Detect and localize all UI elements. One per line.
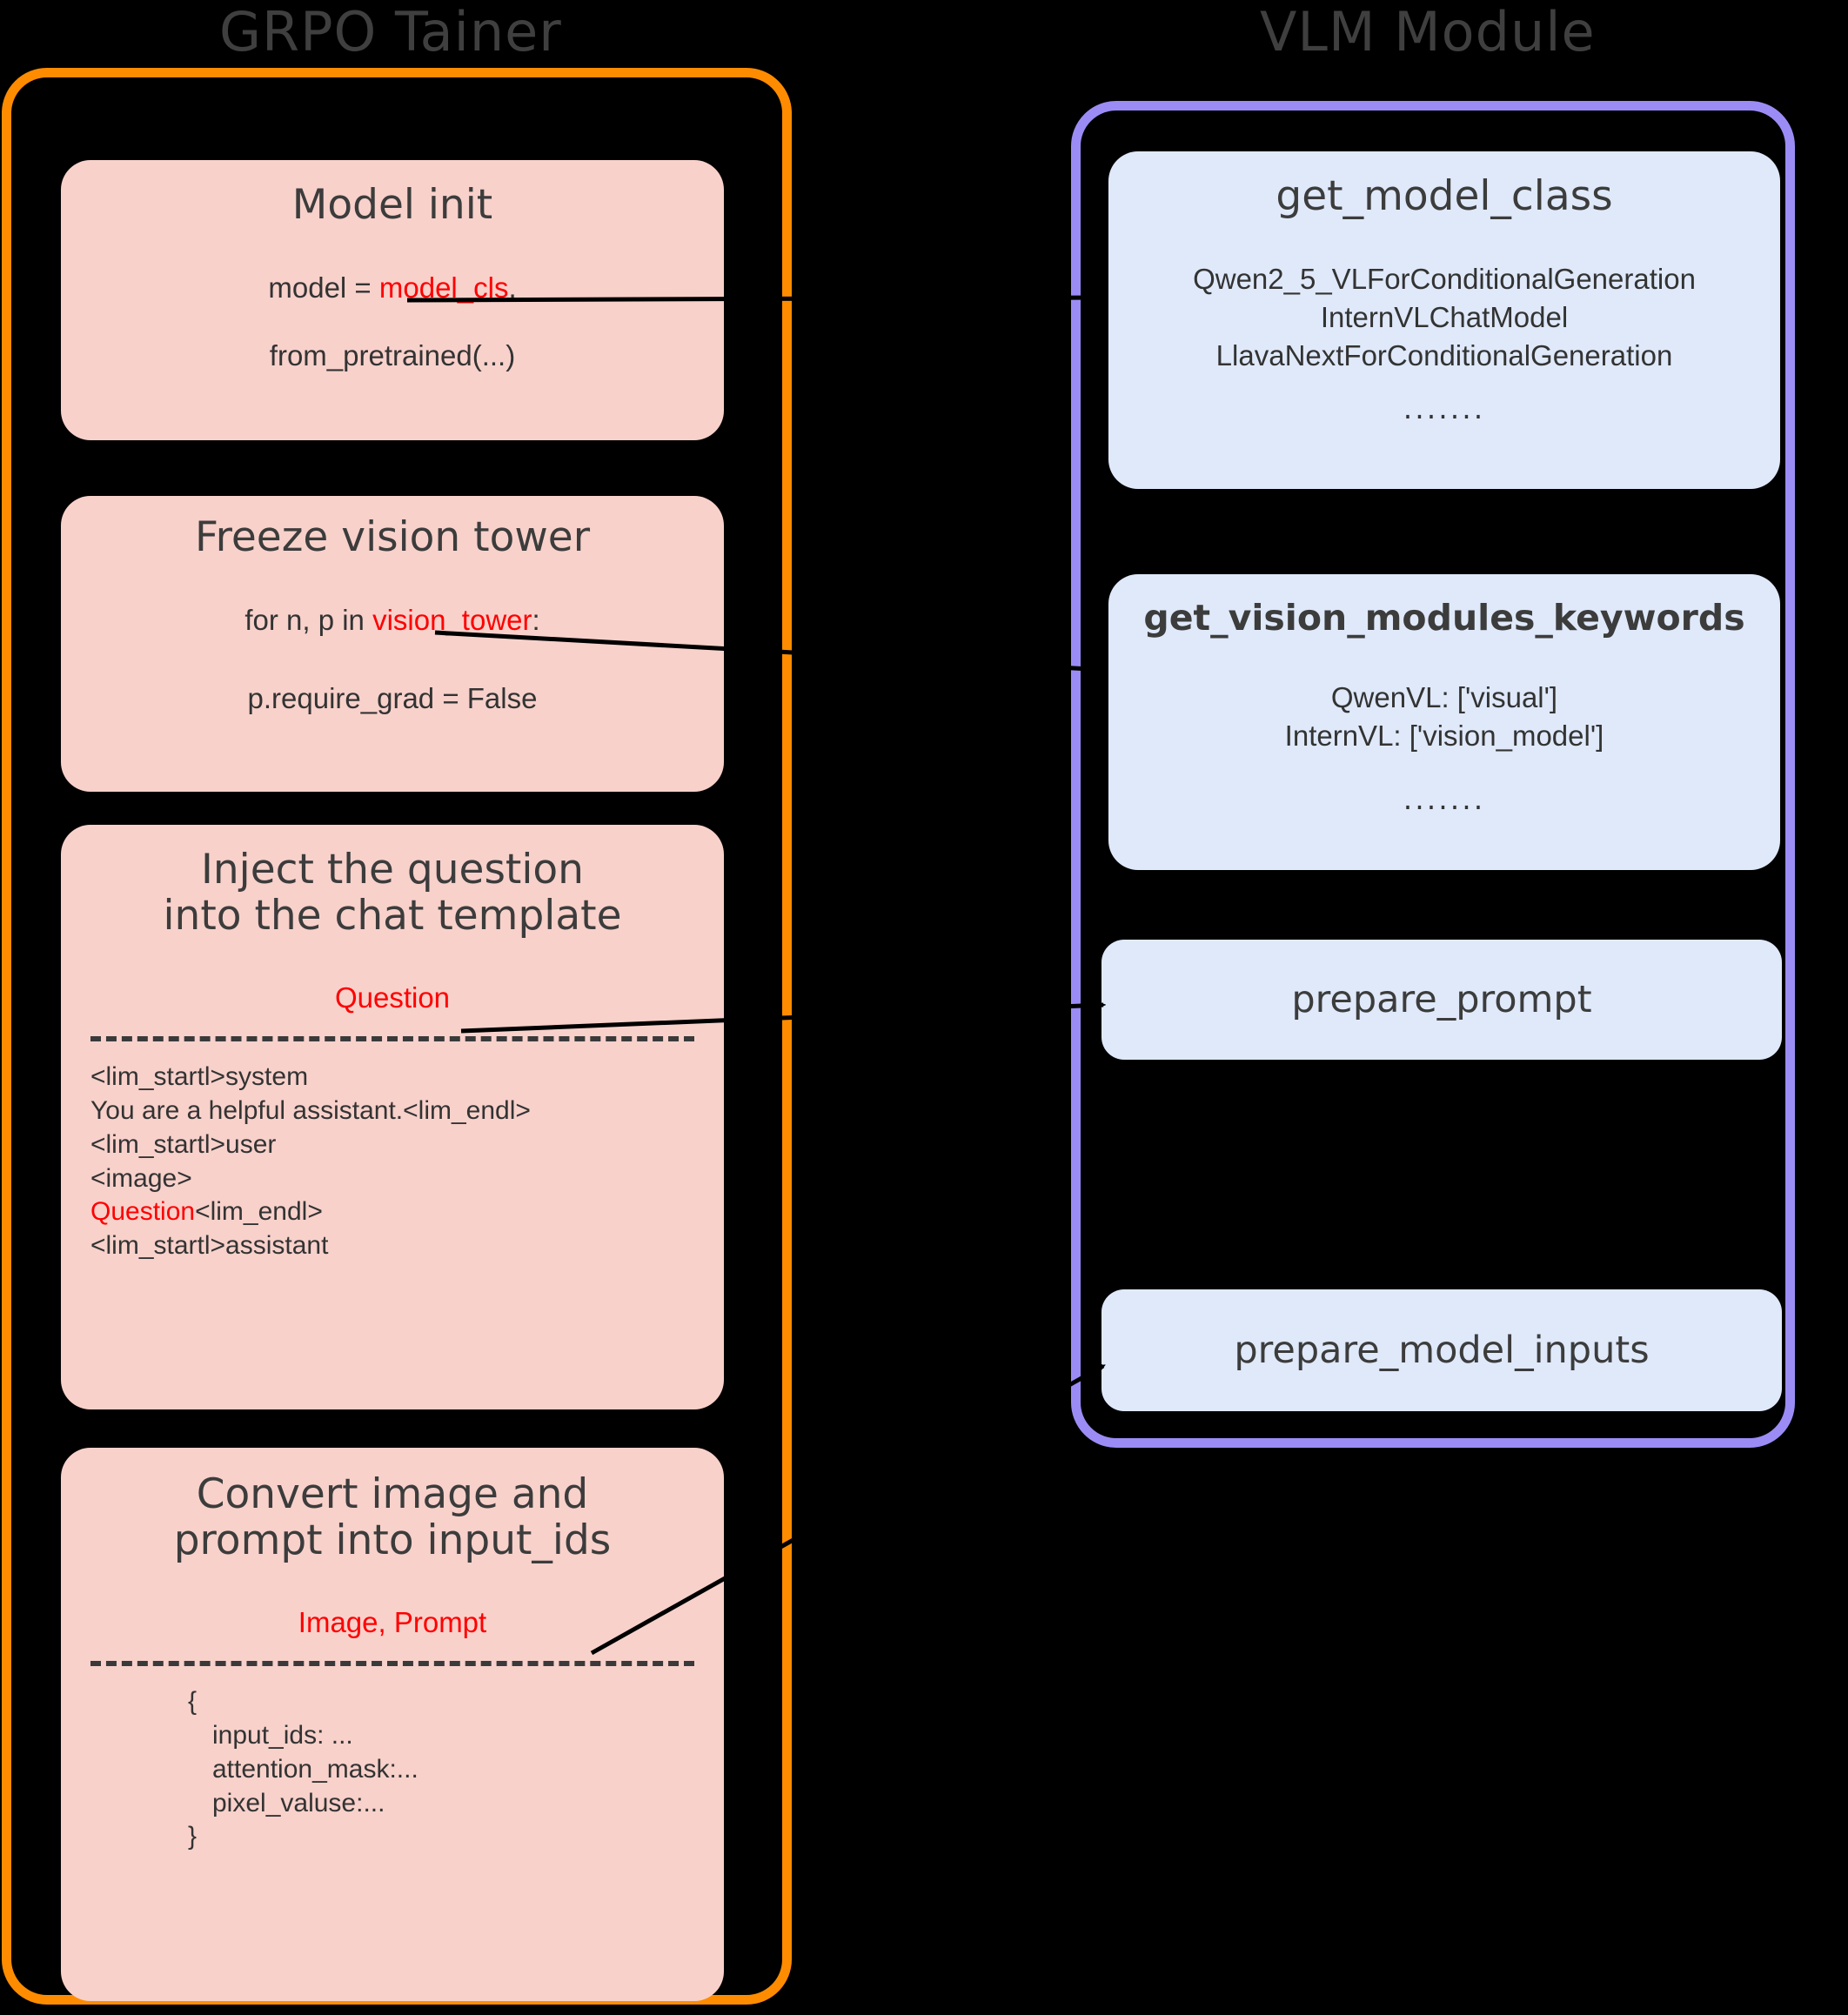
vision-keyword-item: QwenVL: ['visual']	[1330, 680, 1558, 713]
card-convert-image-title: Convert image and prompt into input_ids	[173, 1470, 612, 1564]
image-prompt-label: Image, Prompt	[298, 1606, 487, 1639]
template-line: <lim_startl>user	[90, 1129, 277, 1159]
divider-dashed	[90, 1661, 694, 1667]
code-suffix: .	[508, 271, 517, 304]
card-inject-question-label: Question	[335, 979, 450, 1017]
inputs-line: }	[188, 1822, 198, 1851]
card-prepare-model-inputs-title: prepare_model_inputs	[1234, 1328, 1650, 1372]
inputs-line: attention_mask:...	[212, 1754, 418, 1784]
card-prepare-prompt-title: prepare_prompt	[1291, 977, 1592, 1021]
model-class-item: Qwen2_5_VLForConditionalGeneration	[1193, 262, 1696, 295]
divider-dashed	[90, 1036, 694, 1042]
card-get-vision-modules-keywords-title: get_vision_modules_keywords	[1143, 597, 1745, 639]
card-prepare-model-inputs[interactable]: prepare_model_inputs	[1101, 1289, 1782, 1411]
card-model-init[interactable]: Model init model = model_cls. from_pretr…	[61, 160, 724, 440]
question-token: Question	[90, 1197, 196, 1227]
code-prefix: model =	[268, 271, 379, 304]
card-model-init-title: Model init	[291, 181, 493, 229]
ellipsis: .......	[1403, 392, 1486, 426]
inputs-line: {	[188, 1687, 198, 1717]
inputs-line: input_ids: ...	[212, 1721, 353, 1751]
model-inputs-block: { input_ids: ... attention_mask:... pixe…	[90, 1685, 694, 1853]
card-get-model-class[interactable]: get_model_class Qwen2_5_VLForConditional…	[1108, 151, 1780, 489]
card-get-model-class-title: get_model_class	[1276, 172, 1613, 220]
card-convert-image-label: Image, Prompt	[298, 1603, 486, 1642]
template-line: You are a helpful assistant.<lim_endl>	[90, 1096, 531, 1126]
card-freeze-vision-title: Freeze vision tower	[194, 513, 591, 561]
group-title-vlm: VLM Module	[1260, 0, 1596, 64]
card-inject-question[interactable]: Inject the question into the chat templa…	[61, 825, 724, 1409]
inputs-line: pixel_valuse:...	[212, 1788, 385, 1818]
model-class-item: InternVLChatModel	[1320, 300, 1569, 333]
code-suffix: :	[532, 603, 540, 636]
card-model-init-line1: model = model_cls.	[268, 269, 516, 307]
card-get-vision-modules-keywords[interactable]: get_vision_modules_keywords QwenVL: ['vi…	[1108, 574, 1780, 870]
vision-keyword-item: InternVL: ['vision_model']	[1284, 720, 1604, 753]
group-title-grpo: GRPO Tainer	[219, 0, 562, 64]
card-prepare-prompt[interactable]: prepare_prompt	[1101, 940, 1782, 1060]
end-token: <lim_endl>	[195, 1197, 323, 1227]
chat-template-block: <lim_startl>system You are a helpful ass…	[90, 1061, 694, 1262]
code-highlight: vision_tower	[372, 603, 532, 636]
card-inject-question-title: Inject the question into the chat templa…	[163, 846, 622, 940]
card-freeze-vision-line2: p.require_grad = False	[247, 681, 538, 714]
ellipsis: .......	[1403, 782, 1486, 817]
card-freeze-vision-line1: for n, p in vision_tower:	[244, 601, 539, 639]
card-convert-image-prompt[interactable]: Convert image and prompt into input_ids …	[61, 1448, 724, 2001]
template-line: <image>	[90, 1163, 192, 1193]
template-line: <lim_startl>system	[90, 1062, 309, 1092]
vlm-module-container	[1071, 101, 1795, 1448]
question-placeholder-label: Question	[334, 981, 451, 1014]
card-model-init-line2: from_pretrained(...)	[269, 338, 516, 372]
code-highlight: model_cls	[378, 271, 509, 304]
template-line-question: Question<lim_endl>	[90, 1195, 694, 1229]
model-class-item: LlavaNextForConditionalGeneration	[1215, 339, 1673, 372]
template-line: <lim_startl>assistant	[90, 1230, 329, 1260]
card-freeze-vision-tower[interactable]: Freeze vision tower for n, p in vision_t…	[61, 496, 724, 792]
code-prefix: for n, p in	[244, 603, 373, 636]
